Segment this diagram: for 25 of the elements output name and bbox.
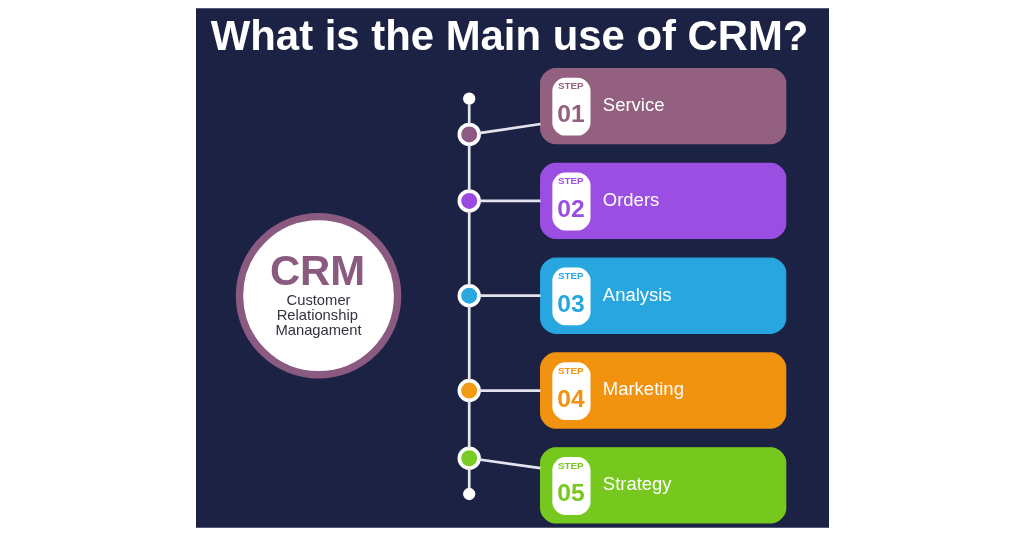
connector [467,468,471,489]
node-circle [457,189,481,213]
connector [478,122,541,135]
node-circle [462,487,475,501]
node-circle [462,92,475,105]
connector [478,294,540,298]
node-circle [457,284,481,308]
node-box: STEP 01 Service [539,67,786,145]
node-circle [457,378,481,403]
connector [467,210,471,286]
node-circle: CRM Customer Relationship Managament [235,212,401,379]
connector [467,144,471,191]
node-circle [457,446,481,470]
diagram-title: What is the Main use of CRM? [210,12,808,60]
connector [478,458,541,470]
node-box: STEP 05 Strategy [539,447,786,524]
node-box: STEP 04 Marketing [539,352,786,429]
connector [467,305,471,381]
connector [467,400,471,449]
node-circle [457,122,481,147]
connector [478,199,540,203]
connector [478,389,540,392]
connector [467,104,471,125]
node-box: STEP 02 Orders [539,162,786,240]
node-box: STEP 03 Analysis [539,257,786,334]
